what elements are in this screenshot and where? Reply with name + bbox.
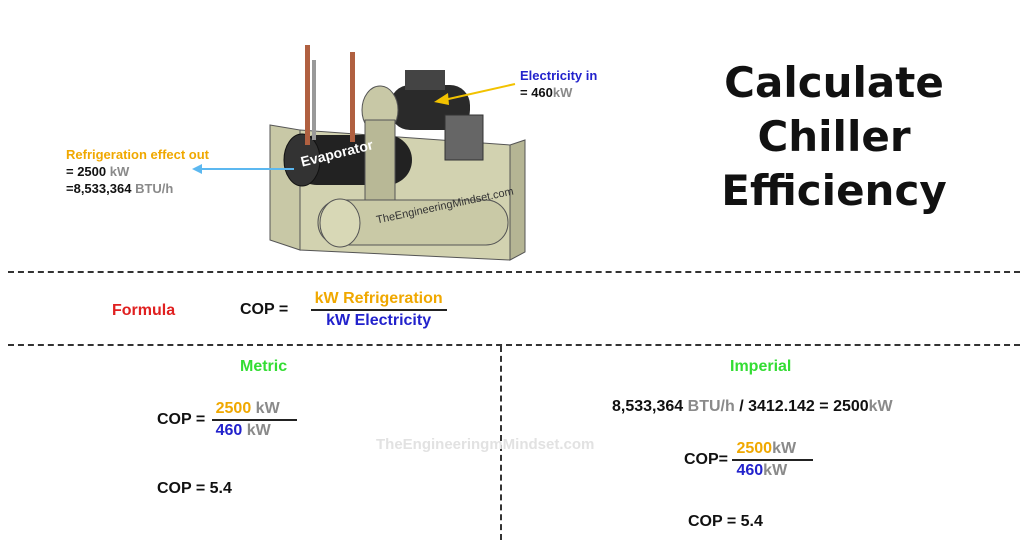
metric-result: COP = 5.4 — [157, 480, 232, 497]
imperial-result: COP = 5.4 — [688, 513, 763, 530]
divider-middle — [8, 344, 1020, 346]
chiller-illustration — [269, 45, 526, 261]
divider-top — [8, 271, 1020, 273]
imperial-heading: Imperial — [730, 358, 792, 375]
metric-num-unit: kW — [255, 400, 280, 417]
electricity-value: = 460 — [520, 85, 553, 100]
title-line-2: Chiller — [757, 112, 911, 161]
title-line-3: Efficiency — [721, 166, 947, 215]
refrigeration-kw: = 2500 — [66, 164, 107, 179]
imperial-numerator: 2500kW — [732, 440, 814, 461]
imperial-num-unit: kW — [772, 440, 797, 457]
metric-numerator: 2500 kW — [211, 400, 298, 421]
electricity-in-text: Electricity in — [520, 68, 598, 83]
formula-cop: COP = — [240, 301, 289, 319]
imperial-conv-unit: BTU/h — [687, 398, 735, 415]
imperial-fraction: 2500kW 460kW — [732, 440, 814, 480]
electricity-in-label: Electricity in = 460kW — [520, 67, 597, 101]
imperial-den-value: 460 — [736, 462, 764, 479]
divider-vertical — [500, 346, 502, 540]
electricity-arrow — [434, 83, 516, 105]
imperial-conv-rest: / 3412.142 = 2500 — [739, 398, 869, 415]
imperial-den-unit: kW — [763, 462, 788, 479]
refrigeration-text: Refrigeration effect out — [66, 147, 210, 162]
formula-numerator: kW Refrigeration — [310, 290, 447, 311]
refrigeration-label: Refrigeration effect out = 2500 kW =8,53… — [66, 146, 209, 197]
formula-label: Formula — [112, 302, 176, 319]
metric-den-value: 460 — [215, 422, 243, 439]
imperial-denominator: 460kW — [732, 461, 813, 480]
formula-expression: COP = kW Refrigeration kW Electricity — [240, 290, 447, 330]
imperial-conv-unit2: kW — [868, 398, 893, 415]
imperial-cop: COP= — [684, 451, 729, 469]
metric-cop: COP = — [157, 411, 206, 429]
refrigeration-arrow — [192, 164, 294, 174]
metric-num-value: 2500 — [215, 400, 252, 417]
refrigeration-kw-unit: kW — [109, 164, 130, 179]
watermark: TheEngineeringmMindset.com — [376, 436, 595, 453]
metric-denominator: 460 kW — [212, 421, 297, 440]
metric-den-unit: kW — [246, 422, 271, 439]
formula-fraction: kW Refrigeration kW Electricity — [310, 290, 447, 330]
metric-fraction: 2500 kW 460 kW — [211, 400, 298, 440]
page-title: Calculate Chiller Efficiency — [704, 56, 964, 218]
formula-denominator: kW Electricity — [326, 312, 432, 329]
imperial-conv-value: 8,533,364 — [612, 398, 684, 415]
metric-expression: COP = 2500 kW 460 kW — [157, 400, 298, 440]
imperial-conversion: 8,533,364 BTU/h / 3412.142 = 2500kW — [612, 398, 893, 416]
imperial-num-value: 2500 — [736, 440, 773, 457]
electricity-unit: kW — [552, 85, 573, 100]
title-line-1: Calculate — [724, 58, 944, 107]
imperial-expression: COP= 2500kW 460kW — [684, 440, 814, 480]
refrigeration-btu-unit: BTU/h — [135, 181, 174, 196]
refrigeration-btu: =8,533,364 — [66, 181, 132, 196]
metric-heading: Metric — [240, 358, 288, 375]
